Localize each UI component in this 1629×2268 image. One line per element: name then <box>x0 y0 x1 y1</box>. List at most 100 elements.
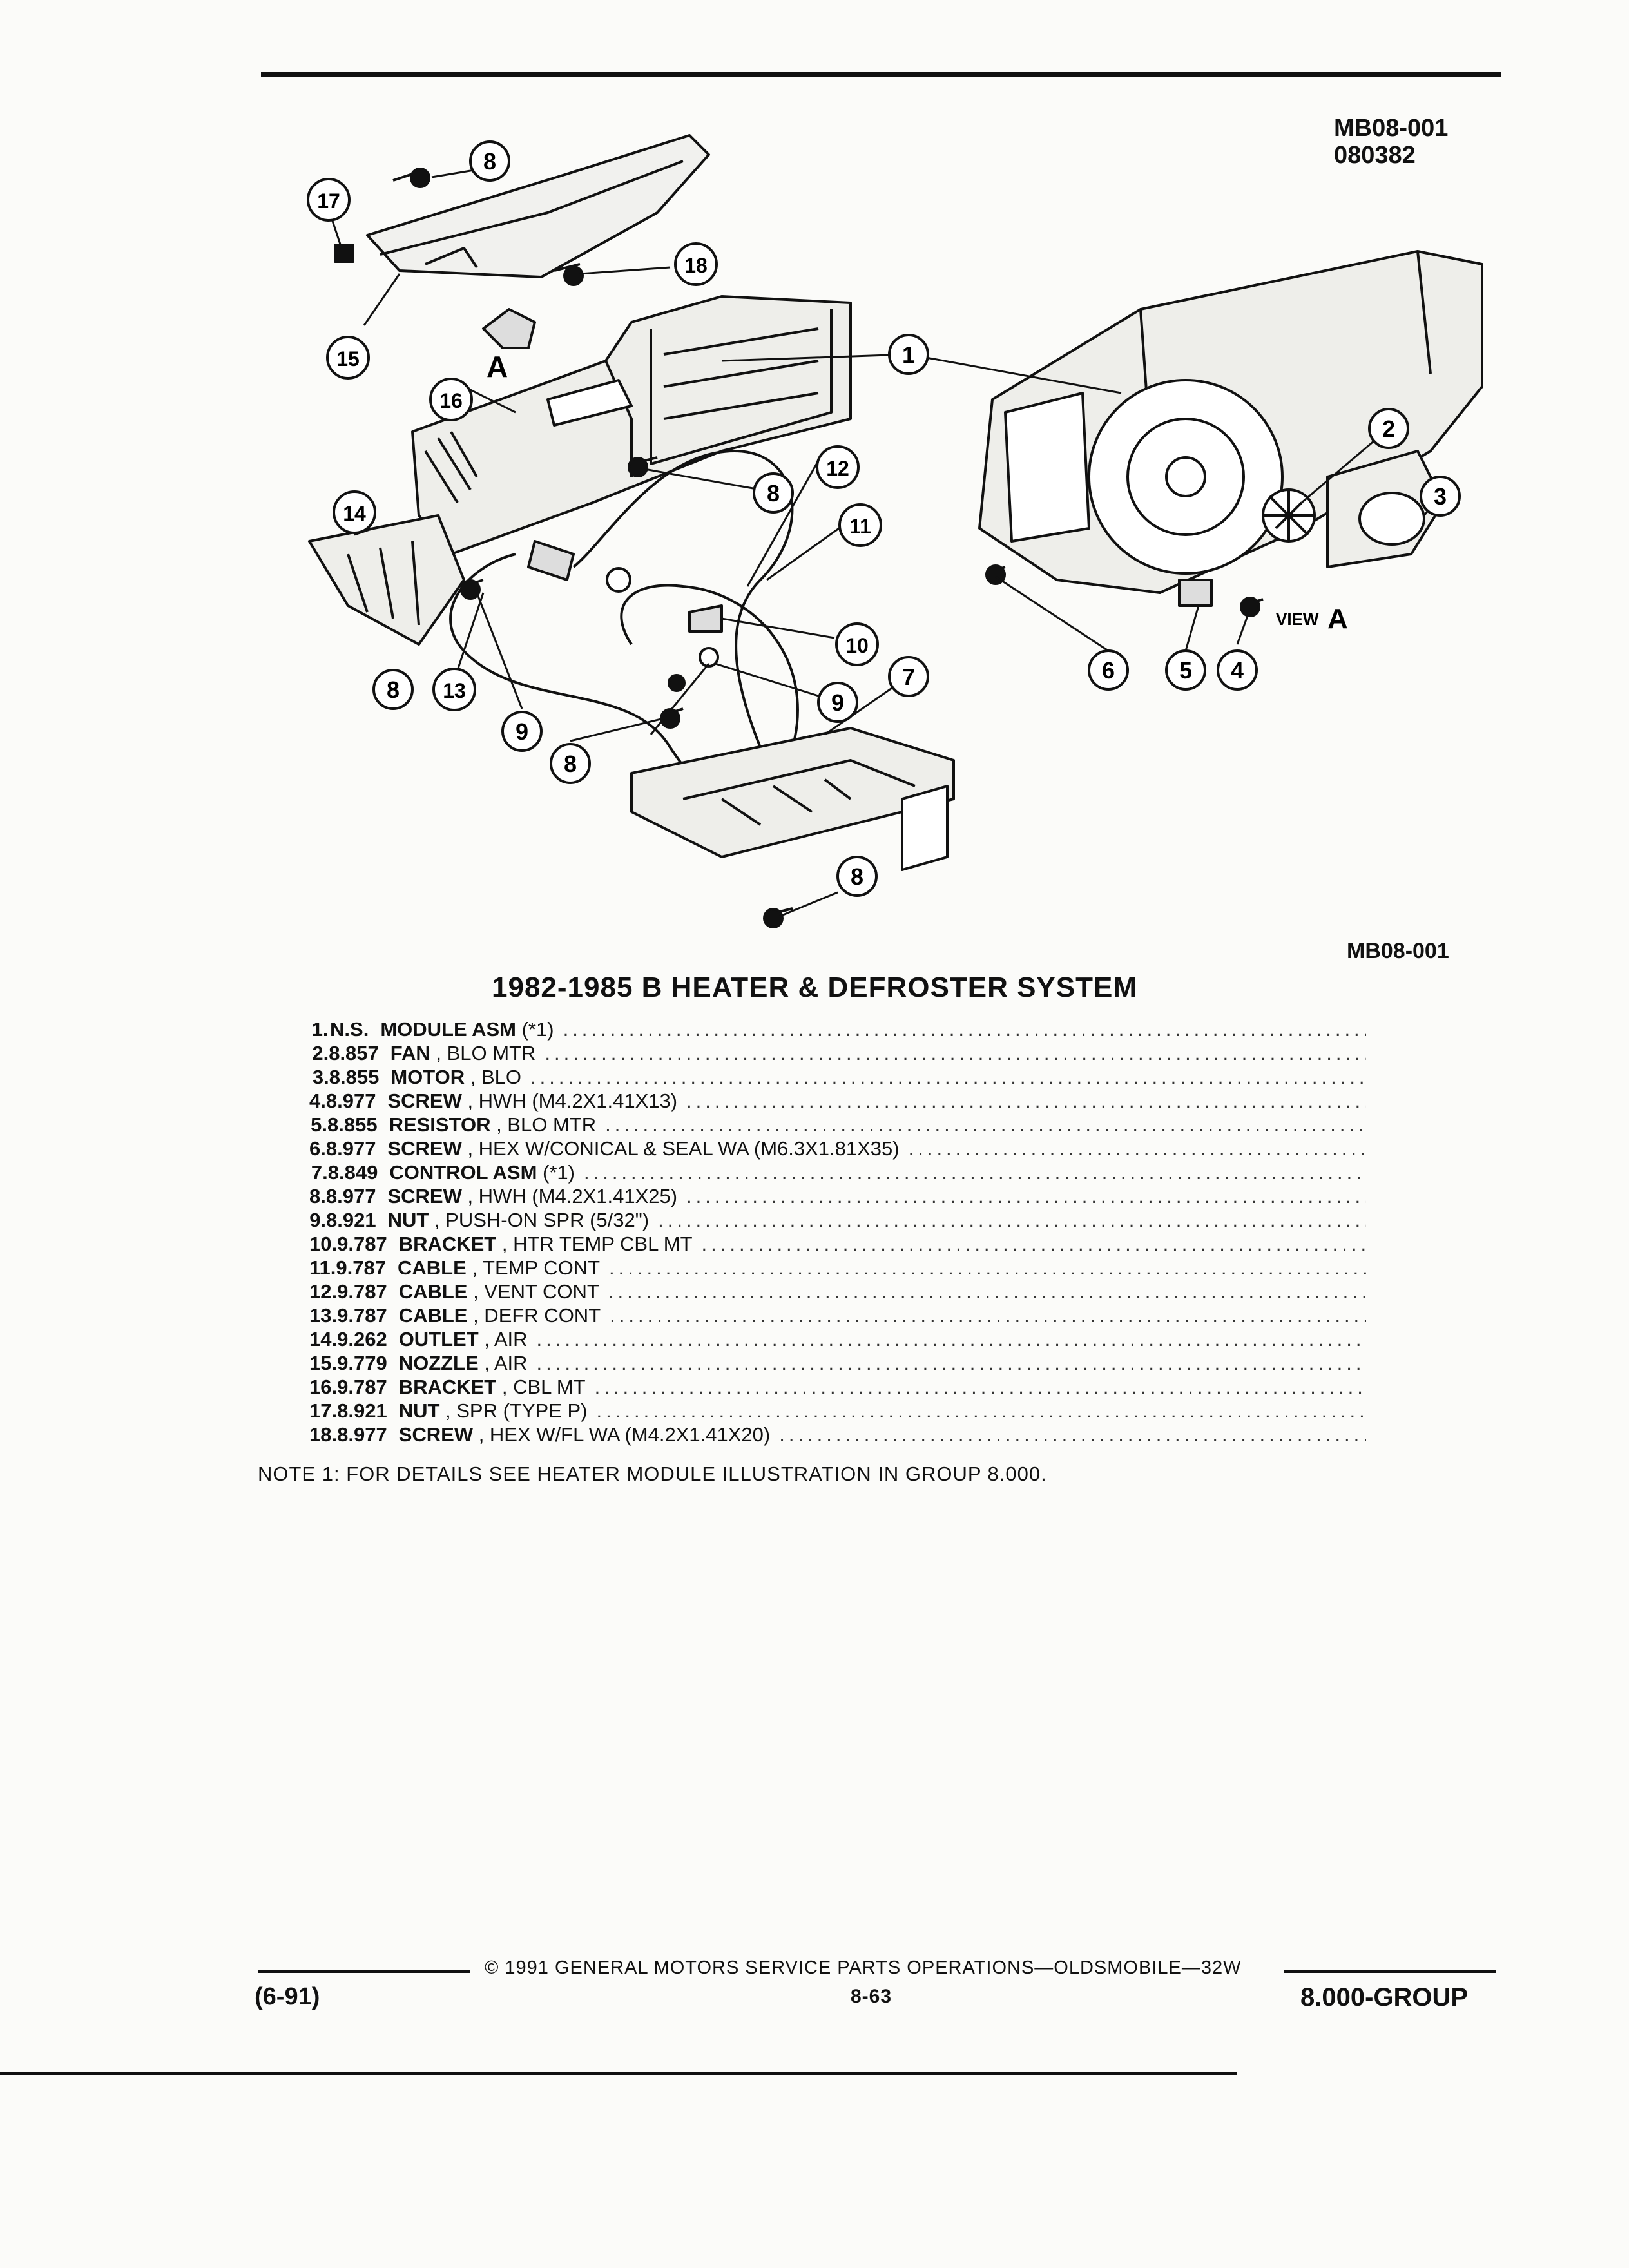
part-detail: , HEX W/FL WA (M4.2X1.41X20) <box>473 1423 771 1446</box>
screw-illustration-18 <box>554 263 584 286</box>
parts-row: 6.8.977 SCREW , HEX W/CONICAL & SEAL WA (… <box>309 1137 1366 1161</box>
parts-row: 8.8.977 SCREW , HWH (M4.2X1.41X25) <box>309 1185 1366 1209</box>
part-detail: , PUSH-ON SPR (5/32") <box>429 1209 650 1231</box>
air-outlet-illustration <box>308 514 465 646</box>
screw-illustration-4 <box>1240 597 1264 617</box>
view-letter: A <box>1327 603 1348 635</box>
item-number: 4. <box>309 1090 326 1112</box>
screw-illustration-bottom <box>763 907 793 928</box>
air-nozzle-illustration <box>366 134 710 278</box>
leader-dots <box>545 1042 1366 1065</box>
callout-3: 3 <box>1420 476 1461 517</box>
part-detail: , BLO <box>465 1066 521 1088</box>
revision-date: (6-91) <box>255 1983 320 2010</box>
leader-dots <box>686 1090 1366 1113</box>
svg-text:13: 13 <box>443 679 466 702</box>
item-number: 1. <box>311 1018 329 1041</box>
figure-date: 080382 <box>1334 142 1416 169</box>
copyright-line: © 1991 GENERAL MOTORS SERVICE PARTS OPER… <box>485 1957 1242 1978</box>
callout-8-top: 8 <box>469 140 510 182</box>
part-description: SCREW , HEX W/CONICAL & SEAL WA (M6.3X1.… <box>387 1137 899 1160</box>
footnote: NOTE 1: FOR DETAILS SEE HEATER MODULE IL… <box>258 1463 1047 1485</box>
svg-text:7: 7 <box>902 664 915 690</box>
group-number: 8.977 <box>325 1185 376 1207</box>
svg-text:8: 8 <box>564 751 577 777</box>
group-number: 8.921 <box>337 1399 387 1422</box>
view-a-label: A <box>487 350 508 383</box>
leader-dots <box>605 1113 1366 1137</box>
part-description: NOZZLE , AIR <box>399 1352 528 1375</box>
part-detail: , AIR <box>478 1328 528 1350</box>
part-detail: , HWH (M4.2X1.41X13) <box>461 1090 678 1112</box>
leader-dots <box>597 1399 1366 1423</box>
part-description: SCREW , HEX W/FL WA (M4.2X1.41X20) <box>399 1423 771 1446</box>
part-name: NOZZLE <box>398 1352 479 1374</box>
leader-dots <box>909 1137 1366 1160</box>
svg-text:15: 15 <box>336 347 360 370</box>
leader-dots <box>658 1209 1366 1232</box>
part-detail: , VENT CONT <box>467 1280 599 1303</box>
part-name: MODULE ASM <box>380 1018 516 1041</box>
callout-8-bottom: 8 <box>836 856 878 897</box>
group-label: 8.000-GROUP <box>1300 1983 1469 2012</box>
group-number: 8.977 <box>325 1137 376 1160</box>
part-description: CABLE , VENT CONT <box>399 1280 599 1303</box>
blower-motor-illustration <box>1326 450 1445 568</box>
leader-dots <box>608 1280 1366 1303</box>
part-description: NUT , PUSH-ON SPR (5/32") <box>388 1209 649 1232</box>
leader-dots <box>686 1185 1366 1208</box>
part-description: RESISTOR , BLO MTR <box>389 1113 597 1137</box>
module-housing-right <box>978 250 1483 594</box>
item-number: 14. <box>309 1328 338 1350</box>
group-number: 9.787 <box>337 1233 387 1255</box>
part-description: NUT , SPR (TYPE P) <box>399 1399 588 1423</box>
screw-illustration-top <box>392 168 430 188</box>
parts-row: 9.8.921 NUT , PUSH-ON SPR (5/32") <box>309 1209 1366 1233</box>
callout-2: 2 <box>1368 408 1409 449</box>
parts-row: 12.9.787 CABLE , VENT CONT <box>309 1280 1366 1304</box>
view-arrow-illustration <box>482 308 536 349</box>
group-number: 8.849 <box>327 1161 378 1184</box>
item-number: 9. <box>309 1209 327 1231</box>
part-detail: , CBL MT <box>496 1376 586 1398</box>
leader-dots <box>610 1304 1366 1327</box>
leader-dots <box>595 1376 1366 1399</box>
part-description: CONTROL ASM (*1) <box>389 1161 575 1184</box>
callout-8-outlet: 8 <box>372 669 414 710</box>
part-detail: , BLO MTR <box>430 1042 536 1064</box>
callout-17: 17 <box>307 178 351 222</box>
svg-text:8: 8 <box>483 148 496 175</box>
svg-text:4: 4 <box>1231 657 1244 684</box>
group-number: 8.977 <box>325 1090 376 1112</box>
callout-10: 10 <box>835 622 879 666</box>
group-number: 9.787 <box>337 1304 387 1327</box>
part-description: MOTOR , BLO <box>390 1066 521 1089</box>
part-description: CABLE , DEFR CONT <box>399 1304 601 1327</box>
part-description: SCREW , HWH (M4.2X1.41X13) <box>387 1090 677 1113</box>
part-name: CABLE <box>398 1280 468 1303</box>
group-number: 9.787 <box>337 1376 387 1398</box>
group-number: 9.787 <box>336 1256 386 1279</box>
group-number: 9.787 <box>337 1280 387 1303</box>
leader-dots <box>702 1233 1366 1256</box>
group-number: 8.921 <box>326 1209 376 1231</box>
item-number: 8. <box>309 1185 326 1207</box>
item-number: 6. <box>309 1137 326 1160</box>
callout-18: 18 <box>674 242 718 286</box>
group-number: 8.857 <box>329 1042 379 1064</box>
callout-9-right: 9 <box>817 682 858 723</box>
screw-illustration-outlet <box>460 579 484 600</box>
group-number: 9.262 <box>337 1328 387 1350</box>
part-detail: , TEMP CONT <box>466 1256 601 1279</box>
part-description: SCREW , HWH (M4.2X1.41X25) <box>387 1185 677 1208</box>
svg-text:2: 2 <box>1382 416 1395 442</box>
callout-4: 4 <box>1217 649 1258 691</box>
svg-text:3: 3 <box>1434 483 1447 510</box>
item-number: 12. <box>309 1280 338 1303</box>
group-number: 8.977 <box>337 1423 387 1446</box>
part-detail: , BLO MTR <box>490 1113 597 1136</box>
